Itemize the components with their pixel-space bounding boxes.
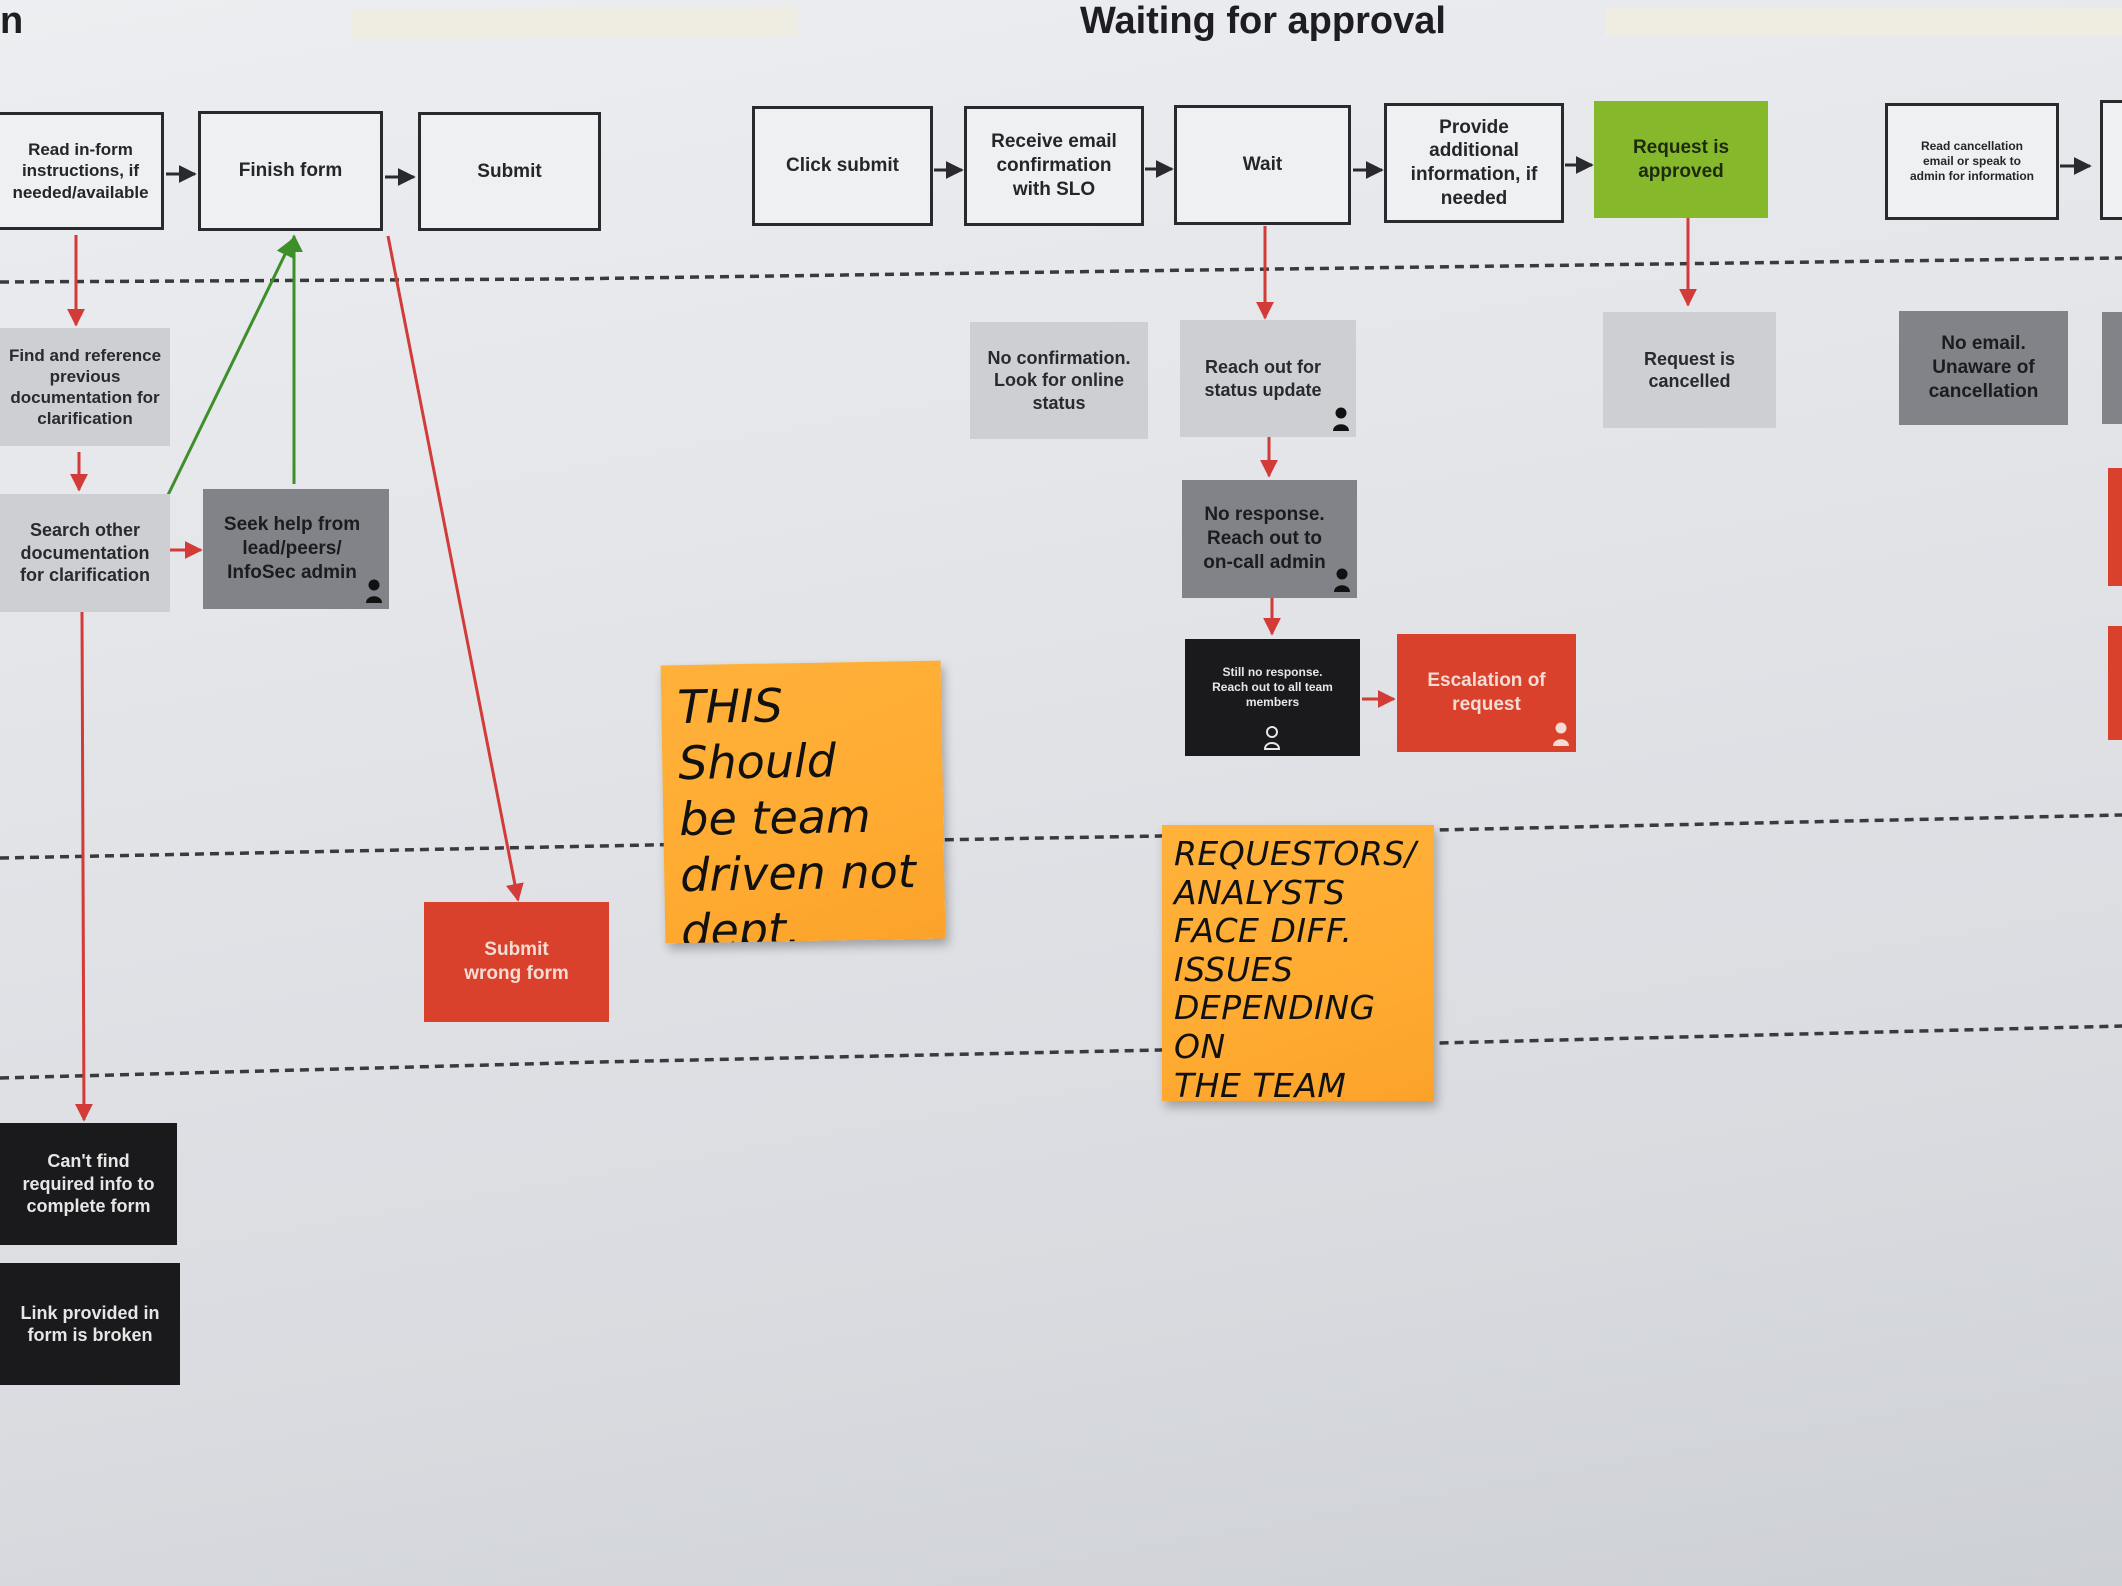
person-icon: [365, 579, 383, 603]
pain-label: Submit wrong form: [464, 939, 569, 984]
step-label: Read cancellation email or speak to admi…: [1910, 139, 2034, 183]
pain-label: Escalation of request: [1427, 670, 1546, 715]
step-label: Read in-form instructions, if needed/ava…: [12, 140, 149, 202]
person-icon: [1552, 722, 1570, 746]
pain-reach-out-status: Reach out for status update: [1180, 320, 1356, 437]
pain-label: Reach out for status update: [1204, 357, 1322, 400]
previous-phase-title-fragment: n: [0, 0, 24, 42]
person-icon: [1332, 407, 1350, 431]
pain-still-no-response: Still no response. Reach out to all team…: [1185, 639, 1360, 756]
return-arrow: [166, 238, 294, 496]
pain-arrow: [386, 235, 524, 902]
step-wait: Wait: [1174, 105, 1351, 225]
swimlane-divider: [0, 813, 2122, 860]
step-click-submit: Click submit: [752, 106, 933, 226]
step-label: Finish form: [238, 160, 343, 182]
pain-label: No confirmation. Look for online status: [987, 347, 1131, 413]
person-icon: [1263, 726, 1281, 750]
pain-cant-find-info: Can't find required info to complete for…: [0, 1123, 177, 1245]
swimlane-divider: [0, 1024, 2122, 1080]
pain-label: Still no response. Reach out to all team…: [1212, 665, 1333, 709]
step-label: Receive email confirmation with SLO: [991, 131, 1117, 200]
sticky-note-team-driven: THIS Should be team driven not dept. drN…: [660, 660, 946, 944]
pain-seek-help: Seek help from lead/peers/ InfoSec admin: [203, 489, 389, 609]
pain-label: Request is cancelled: [1643, 348, 1736, 392]
cropped-step-card: [2100, 100, 2122, 220]
cropped-red-card: [2108, 626, 2122, 740]
pain-label: Can't find required info to complete for…: [22, 1151, 155, 1217]
sticky-note-team-issues: REQUESTORS/ ANALYSTS FACE DIFF. ISSUES D…: [1162, 825, 1434, 1101]
pain-find-reference: Find and reference previous documentatio…: [0, 328, 170, 446]
step-request-approved: Request is approved: [1594, 101, 1768, 218]
step-receive-email: Receive email confirmation with SLO: [964, 106, 1144, 226]
step-provide-info: Provide additional information, if neede…: [1384, 103, 1564, 223]
step-submit: Submit: [418, 112, 601, 231]
step-read-cancellation: Read cancellation email or speak to admi…: [1885, 103, 2059, 220]
step-finish-form: Finish form: [198, 111, 383, 231]
pain-link-broken: Link provided in form is broken: [0, 1263, 180, 1385]
pain-label: No response. Reach out to on-call admin: [1203, 504, 1326, 573]
person-icon: [1333, 568, 1351, 592]
step-label: Provide additional information, if neede…: [1410, 116, 1538, 209]
cropped-pain-card: [2102, 312, 2122, 424]
pain-arrow: [74, 611, 93, 1122]
step-read-instructions: Read in-form instructions, if needed/ava…: [0, 112, 164, 230]
step-label: Request is approved: [1632, 136, 1730, 182]
cropped-red-card: [2108, 468, 2122, 586]
step-label: Submit: [477, 160, 542, 182]
step-label: Wait: [1242, 154, 1283, 176]
pain-no-response: No response. Reach out to on-call admin: [1182, 480, 1357, 598]
pain-label: Seek help from lead/peers/ InfoSec admin: [223, 514, 361, 583]
swimlane-divider: [0, 256, 2122, 284]
step-label: Click submit: [786, 155, 899, 177]
pain-no-confirmation: No confirmation. Look for online status: [970, 322, 1148, 439]
pain-escalation: Escalation of request: [1397, 634, 1576, 752]
pain-label: Link provided in form is broken: [20, 1302, 160, 1346]
pain-label: Search other documentation for clarifica…: [19, 520, 151, 586]
masking-tape: [1605, 8, 2122, 36]
pain-search-documentation: Search other documentation for clarifica…: [0, 494, 170, 612]
phase-title: Waiting for approval: [1080, 0, 1446, 42]
pain-request-cancelled: Request is cancelled: [1603, 312, 1776, 428]
pain-label: No email. Unaware of cancellation: [1928, 333, 2039, 402]
pain-no-email: No email. Unaware of cancellation: [1899, 311, 2068, 425]
pain-submit-wrong-form: Submit wrong form: [424, 902, 609, 1022]
pain-label: Find and reference previous documentatio…: [8, 345, 162, 429]
